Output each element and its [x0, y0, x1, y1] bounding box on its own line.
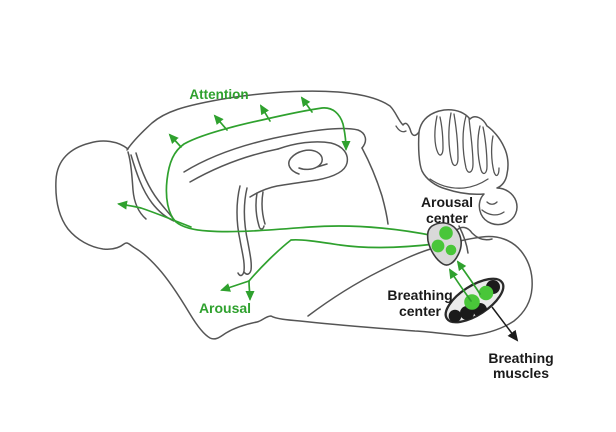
- tectum-fold: [395, 125, 407, 133]
- attention-branch-arrow-3: [259, 104, 271, 122]
- breathing-muscles-label-line1: Breathing: [488, 350, 553, 366]
- attention-pathway: [165, 107, 436, 237]
- arousal-label: Arousal: [199, 300, 251, 316]
- arousal-pathway: [248, 238, 436, 282]
- cortex-outline: [126, 90, 420, 151]
- green-pathways-group: [117, 96, 436, 301]
- basal-forebrain-arrow: [117, 200, 192, 228]
- arousal-center-region: [426, 222, 462, 266]
- arousal-center-label-line2: center: [426, 210, 469, 226]
- pons-boundary: [455, 225, 493, 254]
- attention-branch-arrow-2: [213, 114, 228, 131]
- breathing-neurons-black: [448, 280, 500, 323]
- arousal-neurons: [431, 226, 457, 256]
- ascending-arrow-2: [448, 268, 472, 302]
- attention-label: Attention: [189, 87, 248, 102]
- arousal-center-label-line1: Arousal: [421, 194, 473, 210]
- corpus-callosum: [183, 127, 367, 183]
- brain-outline-group: [55, 90, 533, 340]
- arousal-neuron-dot: [439, 226, 453, 240]
- breathing-center-label-line2: center: [399, 303, 442, 319]
- arousal-neuron-dot: [431, 239, 445, 253]
- cerebellum-outline: [417, 109, 518, 226]
- attention-branch-arrow-4: [300, 96, 313, 113]
- hippocampus: [249, 141, 349, 198]
- midbrain-boundary: [361, 147, 389, 225]
- breathing-to-arousal-arrows: [448, 260, 481, 302]
- breathing-muscles-arrow: [491, 306, 519, 342]
- arousal-arrow-left: [220, 280, 250, 292]
- breathing-neuron-black-dot: [448, 309, 462, 323]
- labels-group: Attention Arousal Arousal center Breathi…: [189, 87, 553, 381]
- breathing-neuron-green-dot: [478, 285, 494, 301]
- cerebellum-folds: [429, 112, 505, 216]
- breathing-neuron-green-dot: [464, 294, 480, 310]
- breathing-center-label-line1: Breathing: [387, 287, 452, 303]
- arousal-arrow-down: [245, 280, 255, 301]
- hypothalamic-columns: [236, 185, 266, 277]
- ascending-arrow-1: [456, 260, 481, 295]
- breathing-muscles-label-line2: muscles: [493, 365, 549, 381]
- arousal-neuron-dot: [445, 244, 457, 256]
- olfactory-bulb-and-ventral-outline: [55, 140, 533, 340]
- attention-branch-arrow-1: [168, 133, 182, 148]
